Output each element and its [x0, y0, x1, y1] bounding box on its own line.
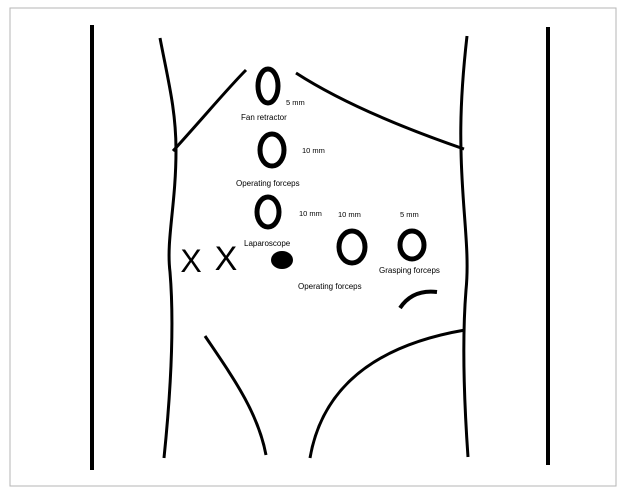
- grasping-size: 5 mm: [400, 210, 419, 219]
- figure-border: [10, 8, 616, 486]
- umbilicus-dot: [271, 251, 293, 269]
- lower-operating-size: 10 mm: [338, 210, 361, 219]
- fan-retractor-label: Fan retractor: [241, 113, 287, 122]
- laparoscope-size: 10 mm: [299, 209, 322, 218]
- lower-operating-label: Operating forceps: [298, 282, 362, 291]
- upper-operating-label: Operating forceps: [236, 179, 300, 188]
- x-mark-1: X: [180, 243, 201, 279]
- upper-operating-size: 10 mm: [302, 146, 325, 155]
- fan-retractor-size: 5 mm: [286, 98, 305, 107]
- x-mark-2: X: [215, 240, 238, 278]
- laparoscope-label: Laparoscope: [244, 239, 291, 248]
- grasping-label: Grasping forceps: [379, 266, 440, 275]
